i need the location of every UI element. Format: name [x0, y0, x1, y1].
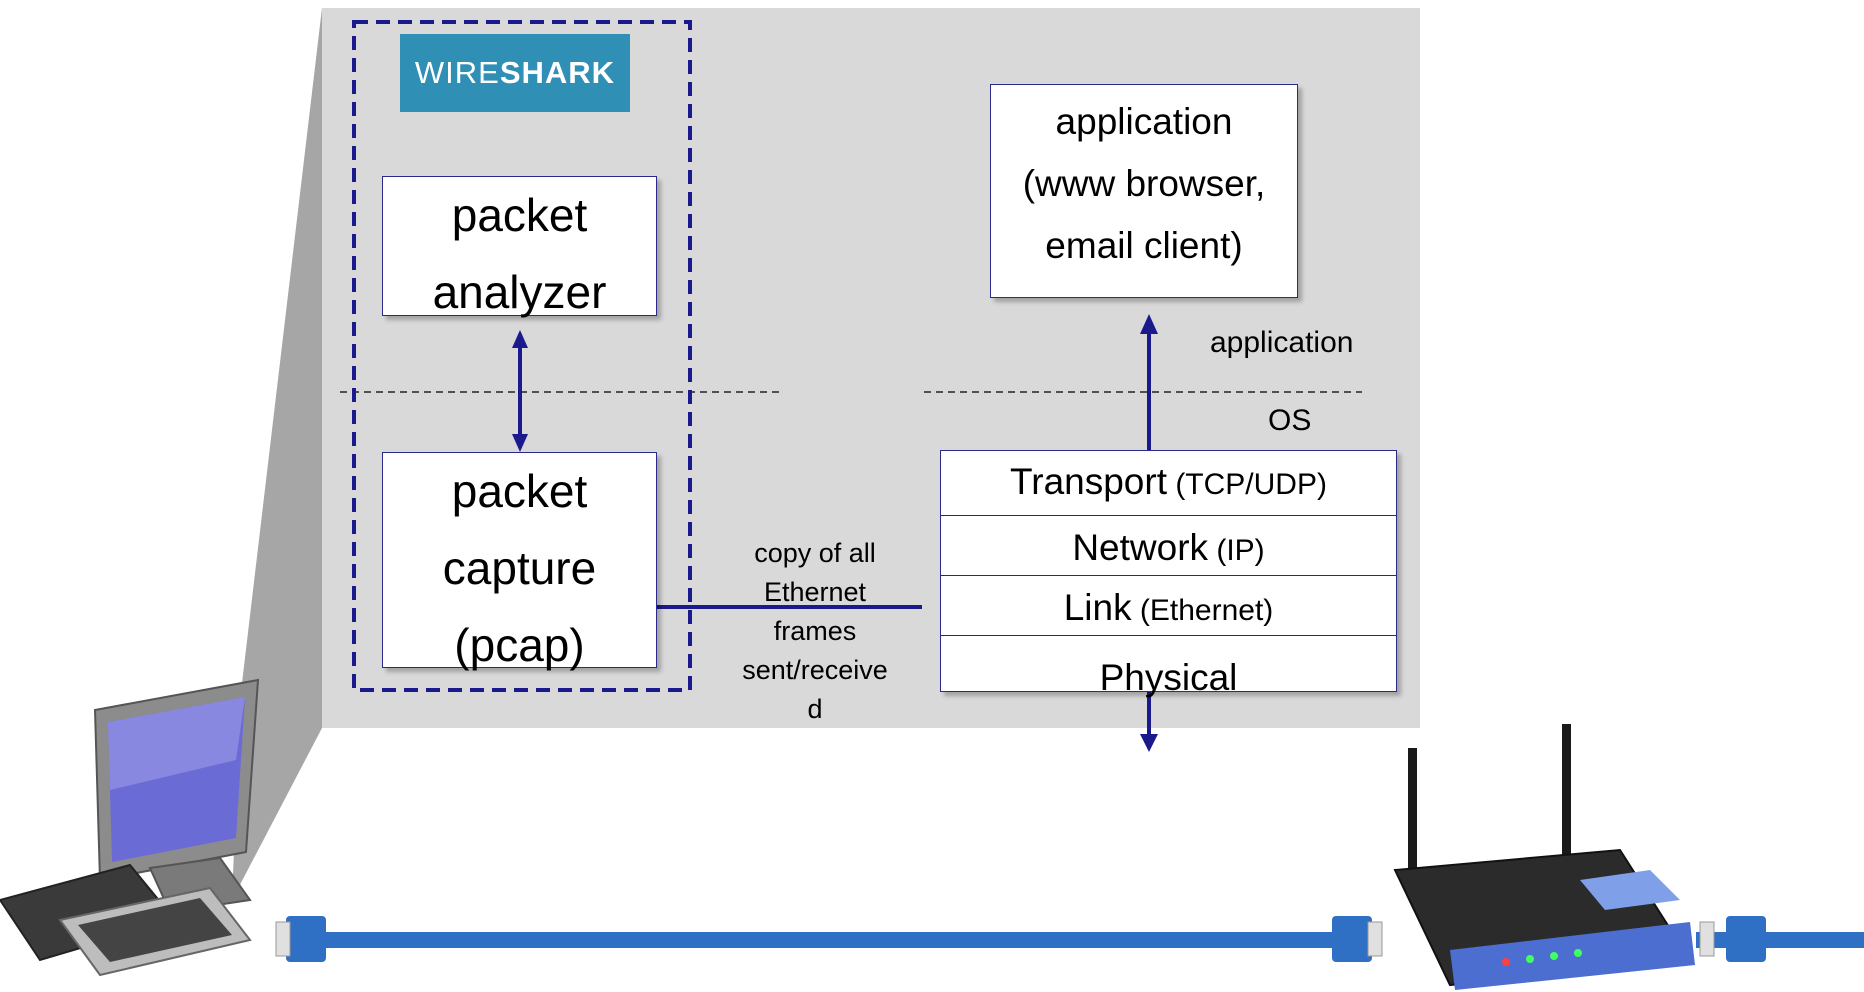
protocol-stack: Transport (TCP/UDP) Network (IP) Link (E…	[940, 450, 1397, 698]
rj45-plug-far-right-icon	[1696, 916, 1864, 962]
copy-label-line5: d	[807, 694, 823, 724]
zoom-wedge	[232, 8, 322, 900]
copy-label-line1: copy of all	[754, 538, 876, 568]
os-label: OS	[1268, 404, 1312, 437]
network-name: Network	[1072, 527, 1209, 568]
stack-layer-physical: Physical	[941, 635, 1396, 698]
network-detail: (IP)	[1208, 534, 1265, 567]
link-name: Link	[1063, 587, 1132, 628]
application-line1: application	[1055, 101, 1233, 142]
wireshark-logo-prefix: WIRE	[414, 55, 500, 90]
packet-capture-line3: (pcap)	[454, 619, 585, 671]
packet-analyzer-line1: packet	[451, 189, 588, 241]
link-detail: (Ethernet)	[1131, 594, 1274, 627]
application-layer-label: application	[1210, 326, 1354, 359]
stack-layer-transport: Transport (TCP/UDP)	[941, 451, 1396, 515]
stack-layer-link: Link (Ethernet)	[941, 575, 1396, 633]
transport-detail: (TCP/UDP)	[1166, 468, 1327, 501]
copy-label-line2: Ethernet	[763, 577, 867, 607]
computer-icon	[0, 678, 260, 977]
rj45-plug-left-icon	[275, 916, 326, 962]
application-line3: email client)	[1045, 225, 1243, 266]
packet-analyzer-line2: analyzer	[432, 266, 607, 318]
physical-name: Physical	[1099, 657, 1238, 698]
application-box: application (www browser, email client)	[990, 84, 1298, 298]
packet-analyzer-box: packet analyzer	[382, 176, 657, 318]
stack-layer-network: Network (IP)	[941, 515, 1396, 575]
wireshark-logo-suffix: SHARK	[499, 55, 616, 90]
application-line2: (www browser,	[1022, 163, 1266, 204]
copy-label-line3: frames	[773, 616, 857, 646]
wireshark-logo: WIRESHARK	[400, 34, 630, 112]
transport-name: Transport	[1010, 461, 1167, 502]
wireshark-boundary	[352, 20, 692, 692]
router-icon	[1393, 724, 1695, 990]
packet-capture-line2: capture	[442, 542, 597, 594]
copy-label-line4: sent/receive	[742, 655, 888, 685]
packet-capture-box: packet capture (pcap)	[382, 452, 657, 671]
copy-frames-label: copy of all Ethernet frames sent/receive…	[720, 534, 910, 729]
ethernet-cable	[300, 932, 1360, 948]
rj45-plug-right-icon	[1332, 916, 1383, 962]
packet-capture-line1: packet	[451, 465, 588, 517]
